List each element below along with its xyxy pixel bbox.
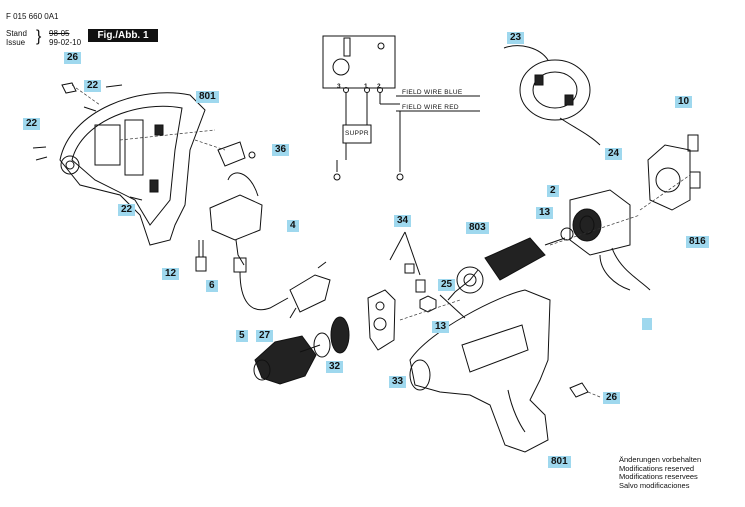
- part-label-36: 36: [272, 144, 290, 156]
- screws-22: [32, 84, 143, 201]
- part-label-27: 27: [256, 330, 274, 342]
- part-label-22: 22: [118, 204, 136, 216]
- suppr-label: SUPPR: [345, 130, 369, 137]
- part-label-34: 34: [394, 215, 412, 227]
- parts-34: [389, 231, 426, 293]
- part-label-6: 6: [206, 280, 218, 292]
- bearing-13a: [560, 227, 574, 241]
- armature-803: [447, 237, 566, 301]
- field-coil-2: [569, 189, 651, 291]
- part-label-10: 10: [675, 96, 693, 108]
- part-label-22: 22: [23, 118, 41, 130]
- figure-label: Fig./Abb. 1: [88, 29, 158, 42]
- part-label-801: 801: [196, 91, 219, 103]
- part-label-26: 26: [64, 52, 82, 64]
- note-line: Änderungen vorbehalten: [619, 455, 702, 464]
- key-25: [439, 294, 466, 319]
- part-label-26: 26: [603, 392, 621, 404]
- part-label-33: 33: [389, 376, 407, 388]
- note-line: Modifications reserved: [619, 463, 695, 473]
- part-label-2: 2: [547, 185, 559, 197]
- part-label-25: 25: [438, 279, 456, 291]
- terminal-3-label: 3: [337, 83, 341, 90]
- blank-marker: [642, 318, 652, 330]
- clip-26b: [569, 382, 589, 398]
- clip-26: [61, 82, 77, 94]
- stand-value: 98-05: [49, 29, 70, 38]
- issue-label: Issue: [6, 38, 26, 47]
- gear-32: [299, 316, 350, 358]
- bracket-mark: }: [36, 28, 42, 45]
- power-cord-6: [233, 257, 331, 319]
- brush-holder-23: [503, 45, 601, 146]
- part-label-816: 816: [686, 236, 709, 248]
- bearing-plate-33: [367, 289, 396, 351]
- field-wire-blue-label: FIELD WIRE BLUE: [402, 89, 463, 96]
- part-label-22: 22: [84, 80, 102, 92]
- chuck-27: [253, 335, 317, 385]
- issue-value: 99-02-10: [49, 38, 82, 47]
- housing-half-right: [409, 289, 551, 453]
- terminal-2-label: 2: [377, 83, 381, 90]
- part-label-12: 12: [162, 268, 180, 280]
- part-label-13: 13: [536, 207, 554, 219]
- stand-label: Stand: [6, 29, 27, 38]
- part-label-24: 24: [605, 148, 623, 160]
- part-label-803: 803: [466, 222, 489, 234]
- note-line: Modifications reservees: [619, 472, 698, 482]
- document-number: F 015 660 0A1: [6, 12, 59, 21]
- part-label-32: 32: [326, 361, 344, 373]
- terminal-1-label: 1: [364, 83, 368, 90]
- part-label-4: 4: [287, 220, 299, 232]
- nut-13b: [419, 295, 437, 313]
- connector-12: [195, 240, 207, 272]
- part-label-23: 23: [507, 32, 525, 44]
- part-label-13: 13: [432, 321, 450, 333]
- field-wire-red-label: FIELD WIRE RED: [402, 104, 459, 111]
- wiring-diagram: [322, 35, 480, 181]
- housing-half-left: [59, 92, 206, 246]
- modification-notes: Änderungen vorbehalten Modifications res…: [619, 455, 702, 490]
- note-line: Salvo modificaciones: [619, 480, 690, 490]
- brush-holder-816: [647, 144, 691, 211]
- switch-4: [209, 172, 263, 266]
- part-label-801: 801: [548, 456, 571, 468]
- part-label-5: 5: [236, 330, 248, 342]
- switch-lock-36: [217, 141, 256, 167]
